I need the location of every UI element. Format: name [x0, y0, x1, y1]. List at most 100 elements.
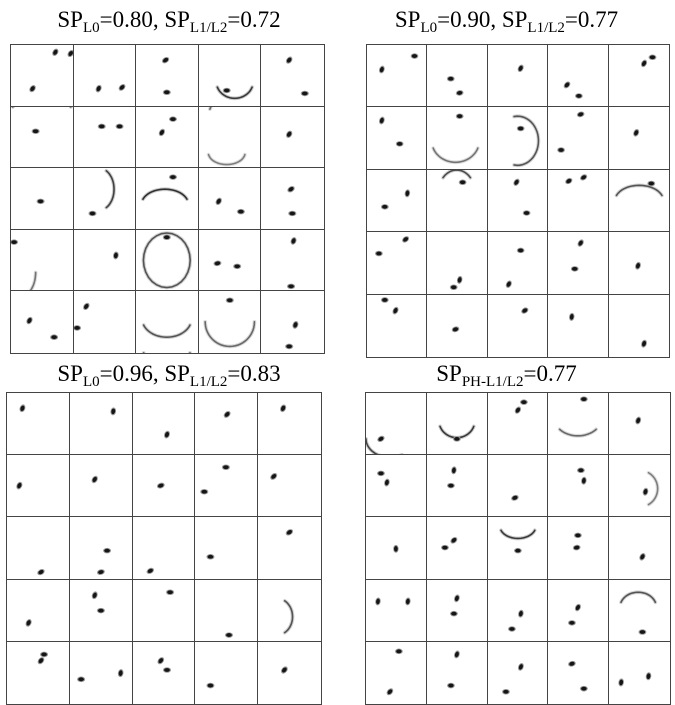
filter-cell: [7, 393, 70, 456]
filter-cell: [195, 579, 259, 642]
filter-cell: [367, 107, 428, 170]
filter-arc: [105, 170, 115, 209]
filter-stroke: [640, 339, 647, 348]
filter-image: [96, 548, 111, 576]
filter-image: [375, 236, 410, 257]
filter-cell: [609, 455, 670, 518]
filter-stroke: [446, 682, 455, 689]
filter-arc-halo: [619, 589, 658, 604]
filter-stroke: [215, 197, 222, 206]
filter-cell: [366, 641, 427, 704]
filter-stroke: [36, 198, 45, 205]
filter-image: [88, 169, 116, 217]
filter-stroke: [457, 276, 463, 285]
filter-stroke: [290, 236, 297, 245]
filter-image: [569, 312, 575, 321]
filter-stroke: [392, 306, 399, 314]
filter-cell: [487, 169, 549, 233]
filter-cell: [426, 393, 488, 456]
filter-stroke: [224, 410, 231, 418]
title-text: SP: [394, 7, 421, 32]
filter-image: [73, 303, 90, 332]
filter-stroke: [11, 239, 19, 245]
panel-title: SPL0=0.80, SPL1/L2=0.72: [0, 6, 338, 36]
filter-image: [640, 54, 657, 68]
filter-stroke: [452, 436, 461, 442]
filter-stroke: [281, 666, 288, 674]
filter-cell: [73, 45, 137, 107]
filter-cell: [548, 393, 610, 456]
filter-image: [287, 236, 297, 289]
filter-stroke: [516, 126, 525, 132]
filter-cell: [487, 579, 549, 642]
filter-image: [29, 48, 73, 93]
filter-image: [501, 662, 524, 695]
filter-image: [26, 317, 59, 341]
filter-stroke: [222, 464, 231, 471]
filter-arc: [208, 106, 212, 110]
filter-image: [213, 260, 241, 269]
panel-sp-l0-080: SPL0=0.80, SPL1/L2=0.72: [0, 0, 338, 358]
filter-cell: [488, 641, 549, 704]
filter-image: [618, 671, 652, 687]
filter-image: [571, 239, 584, 272]
filter-arc: [216, 86, 253, 100]
filter-image: [282, 598, 295, 635]
filter-stroke: [519, 399, 528, 405]
filter-image: [557, 111, 585, 154]
filter-stroke: [634, 262, 641, 270]
filter-cell: [548, 517, 610, 580]
title-text: =0.96, SP: [99, 361, 190, 386]
filter-image: [446, 650, 460, 689]
filter-arc: [620, 591, 657, 603]
filter-cell: [11, 168, 74, 230]
filter-stroke: [402, 236, 410, 243]
filter-image: [446, 466, 457, 489]
filter-stroke: [118, 84, 126, 91]
filter-image: [619, 589, 658, 635]
filter-stroke: [568, 619, 577, 626]
filter-cell: [427, 232, 488, 295]
filter-arc: [513, 115, 540, 167]
filter-image: [517, 64, 524, 73]
filter-image: [634, 262, 641, 270]
filter-image: [206, 682, 215, 689]
filter-arc-halo: [498, 528, 537, 541]
filter-image: [512, 114, 541, 168]
filter-cell: [366, 579, 427, 642]
filter-stroke: [162, 666, 171, 673]
filter-arc: [432, 147, 480, 164]
filter-cell: [548, 579, 610, 642]
panel-sp-ph-l1-l2: SPPH-L1/L2=0.77: [338, 358, 675, 705]
filter-cell: [609, 580, 670, 642]
filter-grid: [365, 392, 671, 705]
title-text: =0.77: [564, 7, 619, 32]
filter-image: [521, 307, 529, 314]
filter-image: [642, 471, 660, 507]
filter-arc-halo: [366, 437, 404, 455]
filter-stroke: [67, 49, 73, 58]
filter-cell: [367, 232, 428, 295]
filter-stroke: [377, 435, 385, 442]
filter-stroke: [73, 325, 81, 332]
filter-cell: [195, 455, 259, 518]
filter-stroke: [440, 545, 449, 551]
filter-stroke: [577, 239, 584, 247]
filter-stroke: [450, 466, 457, 475]
filter-cell: [132, 393, 196, 456]
filter-stroke: [640, 59, 647, 68]
filter-cell: [608, 170, 669, 233]
title-subscript: L1/L2: [189, 374, 228, 390]
filter-image: [438, 424, 476, 442]
filter-stroke: [377, 470, 385, 477]
filter-stroke: [563, 81, 571, 89]
filter-image: [91, 591, 105, 613]
filter-stroke: [222, 87, 231, 94]
filter-stroke: [37, 656, 45, 665]
filter-cell: [198, 168, 262, 230]
filter-stroke: [581, 476, 588, 485]
filter-stroke: [452, 326, 460, 332]
filter-stroke: [510, 495, 519, 501]
filter-image: [141, 230, 193, 290]
filter-cell: [261, 291, 324, 353]
